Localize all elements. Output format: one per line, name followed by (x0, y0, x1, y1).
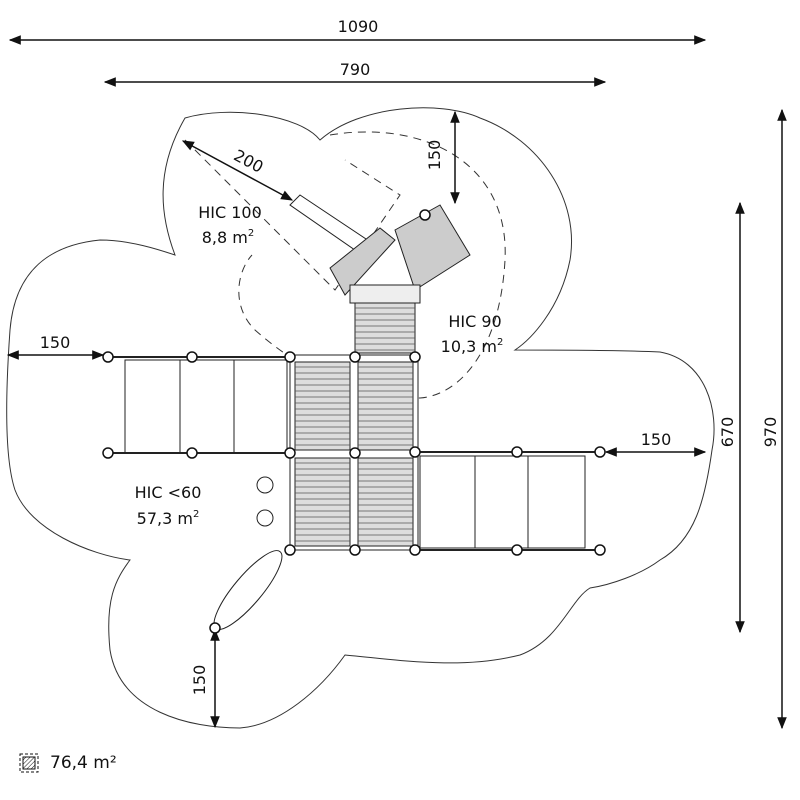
post (284, 544, 296, 556)
post (409, 446, 421, 458)
post (419, 209, 431, 221)
zone-hic100-area: 8,8 m2 (202, 228, 255, 247)
post (511, 544, 523, 556)
hatched-square-icon (19, 753, 39, 773)
post (284, 447, 296, 459)
net-panel-left (105, 356, 290, 454)
post (511, 446, 523, 458)
dim-clearance-top-label: 150 (425, 140, 444, 171)
zone-hic60-area: 57,3 m2 (137, 509, 200, 528)
post (594, 446, 606, 458)
dim-clearance-right-label: 150 (641, 430, 672, 449)
post (102, 447, 114, 459)
safety-zone-outline (6, 107, 715, 729)
legend: 76,4 m² (18, 752, 117, 774)
post (284, 351, 296, 363)
post (102, 351, 114, 363)
zone-hic60-title: HIC <60 (135, 483, 202, 502)
dim-top-total-label: 1090 (338, 17, 379, 36)
post (409, 351, 421, 363)
posts (102, 209, 606, 634)
dim-slide-line (181, 140, 294, 201)
play-panel-icon (256, 476, 274, 494)
post (186, 447, 198, 459)
slide (289, 194, 471, 304)
post (186, 351, 198, 363)
dim-clearance-bottom-label: 150 (190, 665, 209, 696)
deck-slats (295, 307, 415, 542)
post (349, 351, 361, 363)
dim-slide-label: 200 (231, 146, 267, 177)
dim-right-inner-label: 670 (718, 417, 737, 448)
central-platform (289, 302, 419, 551)
net-panel-right (415, 451, 600, 551)
play-panel-icon (256, 509, 274, 527)
dim-right-total-label: 970 (761, 417, 780, 448)
zone-hic90-title: HIC 90 (448, 312, 501, 331)
post (409, 544, 421, 556)
legend-area-text: 76,4 m² (50, 753, 117, 773)
post (209, 622, 221, 634)
post (594, 544, 606, 556)
zone-hic100-title: HIC 100 (198, 203, 262, 222)
post (349, 544, 361, 556)
dim-top-inner-label: 790 (340, 60, 371, 79)
dim-clearance-left-label: 150 (40, 333, 71, 352)
post (349, 447, 361, 459)
zone-hic90-area: 10,3 m2 (441, 337, 504, 356)
